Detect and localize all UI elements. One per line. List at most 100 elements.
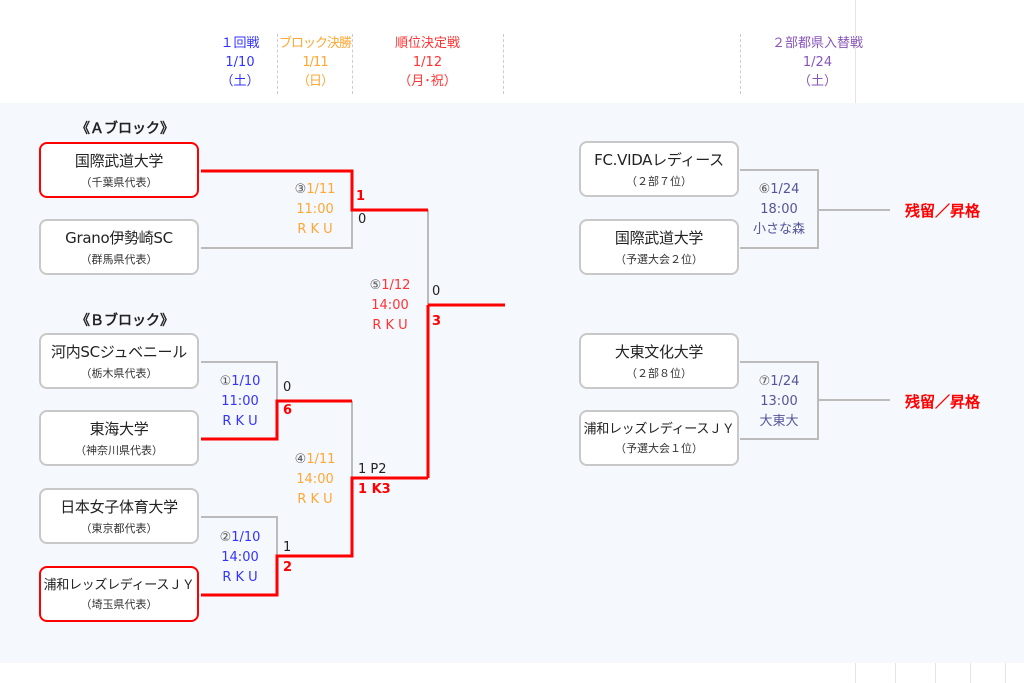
match-venue: R K U bbox=[297, 492, 333, 507]
line-urawa-win bbox=[201, 476, 428, 597]
score: 1 P2 bbox=[358, 462, 387, 477]
team-sub: （２部７位） bbox=[626, 175, 692, 188]
team-box[interactable]: 浦和レッズレディースＪＹ （予選大会１位） bbox=[579, 410, 739, 466]
round-date: 1/24 bbox=[802, 55, 833, 70]
round-day: （土） bbox=[220, 74, 260, 89]
match-time: 18:00 bbox=[760, 202, 798, 217]
team-sub: （予選大会１位） bbox=[615, 442, 703, 455]
team-sub: （群馬県代表） bbox=[80, 253, 158, 266]
score: 1 bbox=[283, 540, 292, 555]
line-m6 bbox=[740, 169, 890, 249]
score: 2 bbox=[283, 560, 293, 575]
match-date: 1/11 bbox=[306, 182, 336, 197]
match-date: 1/24 bbox=[770, 374, 800, 389]
team-name: 国際武道大学 bbox=[74, 152, 164, 170]
match-number: ① bbox=[219, 374, 232, 389]
divider bbox=[740, 34, 741, 94]
divider bbox=[935, 663, 936, 683]
match-venue: 大東大 bbox=[759, 414, 799, 429]
divider bbox=[895, 663, 896, 683]
match-time: 14:00 bbox=[296, 472, 334, 487]
score: 0 bbox=[283, 380, 292, 395]
divider bbox=[503, 34, 504, 94]
team-box[interactable]: 大東文化大学 （２部８位） bbox=[579, 333, 739, 389]
result-label: 残留／昇格 bbox=[905, 393, 981, 411]
team-box[interactable]: 河内SCジュベニール （栃木県代表） bbox=[39, 333, 199, 389]
team-sub: （予選大会２位） bbox=[615, 253, 703, 266]
block-a-heading: 《Ａブロック》 bbox=[76, 121, 174, 137]
round-date: 1/10 bbox=[225, 55, 255, 70]
match-time: 13:00 bbox=[760, 394, 798, 409]
score: 1 bbox=[356, 189, 366, 204]
divider bbox=[855, 663, 856, 683]
team-sub: （千葉県代表） bbox=[80, 176, 158, 189]
match-number: ② bbox=[219, 530, 232, 545]
team-name: 浦和レッズレディースＪＹ bbox=[583, 422, 735, 437]
team-box[interactable]: 国際武道大学 （千葉県代表） bbox=[39, 142, 199, 198]
result-label: 残留／昇格 bbox=[905, 202, 981, 220]
team-sub: （栃木県代表） bbox=[80, 367, 158, 380]
round-title: ２部都県入替戦 bbox=[771, 36, 863, 51]
round-date: 1/11 bbox=[302, 55, 328, 70]
match-number: ④ bbox=[294, 452, 307, 467]
match-date: 1/10 bbox=[231, 374, 261, 389]
match-number: ⑥ bbox=[758, 182, 771, 197]
team-box[interactable]: 東海大学（神奈川県代表） bbox=[39, 410, 199, 466]
team-sub: （２部８位） bbox=[626, 367, 692, 380]
match-3-info: ③1/11 11:00 R K U bbox=[275, 180, 355, 240]
round-title: １回戦 bbox=[220, 36, 260, 51]
match-number: ③ bbox=[294, 182, 307, 197]
team-sub: （神奈川県代表） bbox=[75, 444, 163, 457]
round-header-4: ２部都県入替戦 1/24 （土） bbox=[750, 34, 885, 91]
score: 3 bbox=[432, 314, 442, 329]
match-number: ⑤ bbox=[369, 278, 382, 293]
team-name: 河内SCジュベニール bbox=[51, 343, 187, 361]
line-grano bbox=[201, 210, 353, 249]
match-4-info: ④1/11 14:00 R K U bbox=[275, 450, 355, 510]
score: 0 bbox=[432, 284, 441, 299]
divider bbox=[970, 663, 971, 683]
team-name: FC.VIDAレディース bbox=[594, 151, 724, 169]
line-kokusai-win bbox=[201, 169, 428, 212]
match-date: 1/11 bbox=[306, 452, 336, 467]
team-name: 日本女子体育大学 bbox=[60, 498, 178, 516]
match-date: 1/12 bbox=[381, 278, 411, 293]
round-day: （日） bbox=[296, 74, 334, 89]
line-tokai-win bbox=[201, 399, 352, 441]
match-venue: R K U bbox=[222, 414, 258, 429]
team-box[interactable]: 日本女子体育大学 （東京都代表） bbox=[39, 488, 199, 544]
match-date: 1/10 bbox=[231, 530, 261, 545]
match-time: 14:00 bbox=[221, 550, 259, 565]
round-header-1: １回戦 1/10 （土） bbox=[210, 34, 270, 91]
divider bbox=[855, 0, 856, 103]
round-day: （土） bbox=[797, 74, 837, 89]
line-nittai bbox=[201, 516, 278, 556]
team-box[interactable]: FC.VIDAレディース （２部７位） bbox=[579, 141, 739, 197]
score: 0 bbox=[358, 212, 367, 227]
match-date: 1/24 bbox=[770, 182, 800, 197]
match-time: 11:00 bbox=[296, 202, 334, 217]
match-venue: R K U bbox=[297, 222, 333, 237]
team-sub: （東京都代表） bbox=[80, 522, 158, 535]
divider bbox=[1005, 663, 1006, 683]
divider bbox=[352, 34, 353, 94]
divider bbox=[277, 34, 278, 94]
team-sub: （埼玉県代表） bbox=[80, 598, 158, 611]
line-m7 bbox=[740, 361, 890, 440]
team-name: 浦和レッズレディースＪＹ bbox=[43, 578, 195, 593]
block-b-heading: 《Ｂブロック》 bbox=[76, 313, 174, 329]
round-date: 1/12 bbox=[412, 55, 443, 70]
team-box[interactable]: 浦和レッズレディースＪＹ （埼玉県代表） bbox=[39, 566, 199, 622]
team-name: Grano伊勢崎SC bbox=[65, 229, 173, 247]
team-box[interactable]: 国際武道大学（予選大会２位） bbox=[579, 219, 739, 275]
team-name: 大東文化大学 bbox=[614, 343, 704, 361]
team-box[interactable]: Grano伊勢崎SC （群馬県代表） bbox=[39, 219, 199, 275]
